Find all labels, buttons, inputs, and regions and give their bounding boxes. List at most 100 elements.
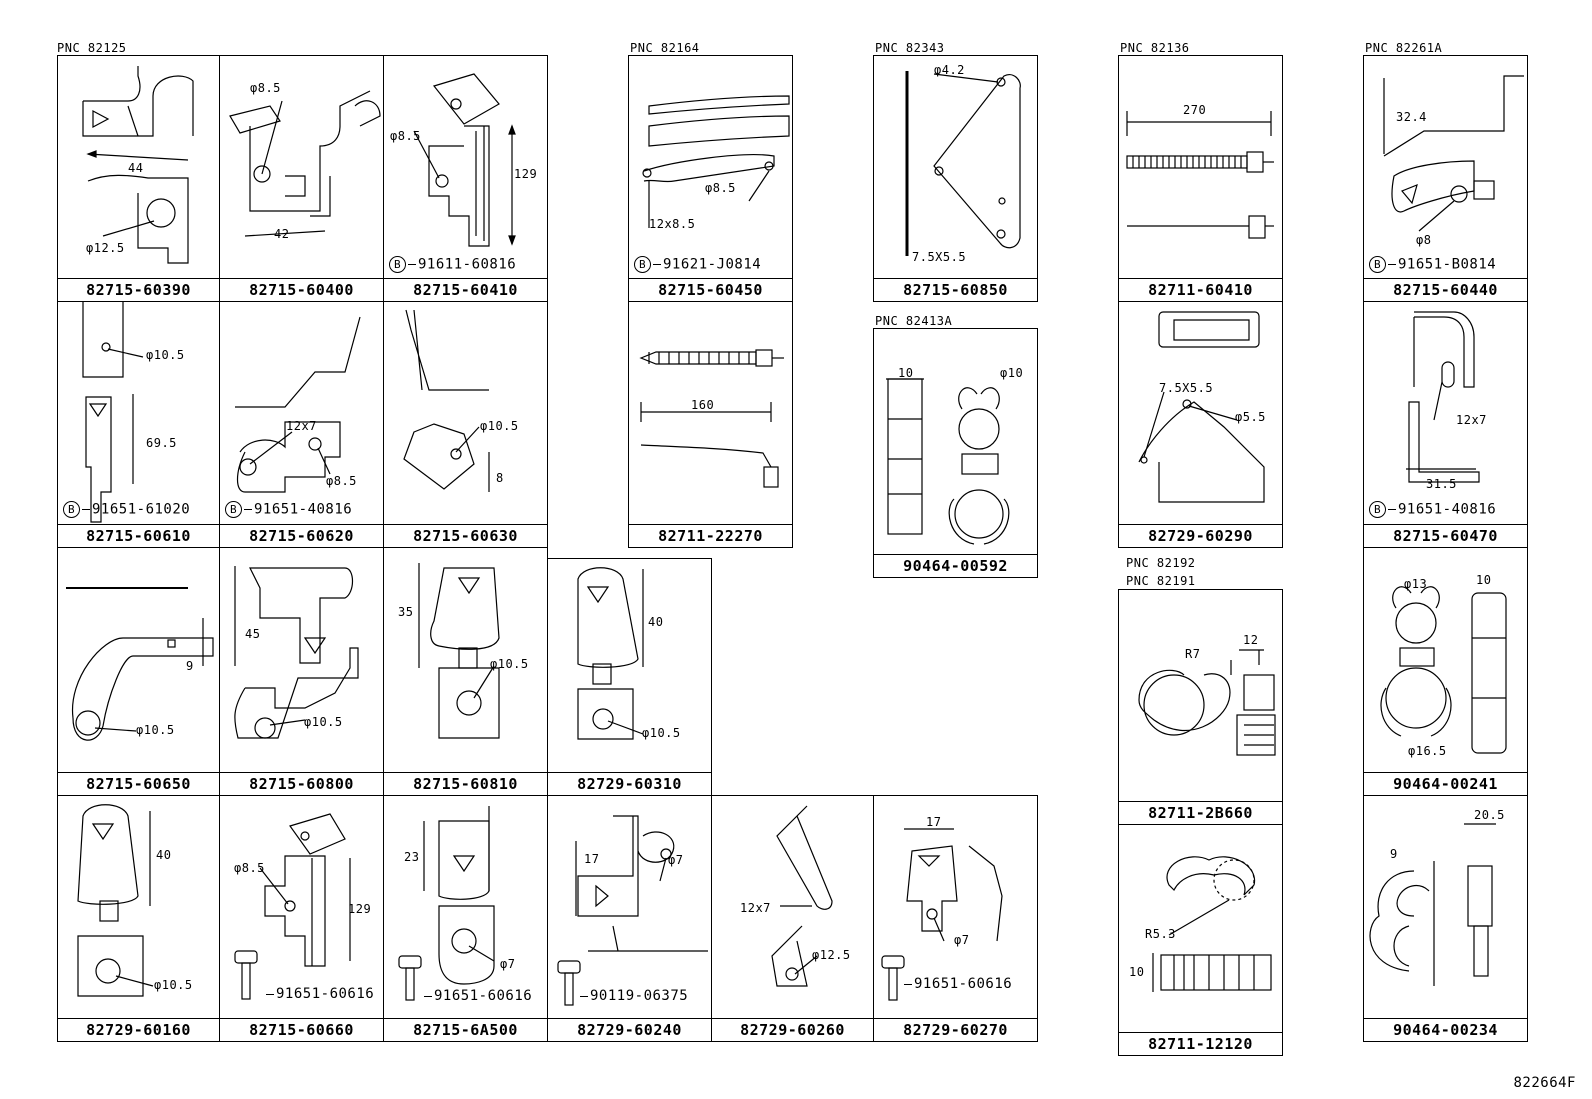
screw-part-number: 91651-60616 — [434, 988, 533, 1004]
dim-label: 12x7 — [286, 419, 317, 433]
dim-label: 17 — [584, 852, 600, 866]
part-cell[interactable]: 35 φ10.5 82715-60810 — [383, 547, 548, 796]
part-number[interactable]: 82715-60800 — [220, 772, 383, 795]
dim-label: φ8.5 — [250, 81, 281, 95]
screw-callout[interactable]: 91651-60616 — [424, 988, 532, 1004]
part-cell[interactable]: 9 20.5 90464-00234 — [1363, 795, 1528, 1042]
dim-label: 7.5X5.5 — [912, 250, 967, 264]
part-number[interactable]: 82711-22270 — [629, 524, 792, 547]
part-cell[interactable]: 40 φ10.5 82729-60160 — [57, 795, 220, 1042]
part-number[interactable]: 82729-60160 — [58, 1018, 219, 1041]
part-number[interactable]: 82729-60240 — [548, 1018, 711, 1041]
dim-label: φ12.5 — [86, 241, 125, 255]
part-number[interactable]: 82711-12120 — [1119, 1032, 1282, 1055]
part-cell[interactable]: φ8.5 42 82715-60400 — [219, 55, 384, 302]
dim-label: 44 — [128, 161, 144, 175]
part-number[interactable]: 90464-00592 — [874, 554, 1037, 577]
part-cell[interactable]: 45 φ10.5 82715-60800 — [219, 547, 384, 796]
part-cell[interactable]: φ13 10 φ16.5 90464-00241 — [1363, 547, 1528, 796]
part-cell[interactable]: φ8.5 129 91651-60616 82715-60660 — [219, 795, 384, 1042]
part-number[interactable]: 82715-60390 — [58, 278, 219, 301]
dim-label: φ7 — [668, 853, 684, 867]
diagram-code: 822664F — [1513, 1075, 1576, 1091]
part-cell[interactable]: 23 φ7 91651-60616 82715-6A500 — [383, 795, 548, 1042]
dim-label: φ12.5 — [812, 948, 851, 962]
part-number[interactable]: 82715-6A500 — [384, 1018, 547, 1041]
part-number[interactable]: 82729-60270 — [874, 1018, 1037, 1041]
dim-label: 270 — [1183, 103, 1207, 117]
dim-label: φ7 — [500, 957, 516, 971]
dim-label: φ8.5 — [326, 474, 357, 488]
dim-label: φ10.5 — [480, 419, 519, 433]
bolt-part-number: 91611-60816 — [418, 256, 517, 273]
part-number[interactable]: 82715-60450 — [629, 278, 792, 301]
dim-label: 9 — [1390, 847, 1398, 861]
part-number[interactable]: 90464-00234 — [1364, 1018, 1527, 1041]
part-number[interactable]: 82715-60400 — [220, 278, 383, 301]
part-cell[interactable]: 44 φ12.5 82715-60390 — [57, 55, 220, 302]
dim-label: φ10 — [1000, 366, 1024, 380]
screw-callout[interactable]: 91651-60616 — [904, 976, 1012, 992]
dim-label: φ8.5 — [234, 861, 265, 875]
dim-label: 32.4 — [1396, 110, 1427, 124]
part-cell[interactable]: R7 12 82711-2B660 — [1118, 589, 1283, 825]
part-number[interactable]: 90464-00241 — [1364, 772, 1527, 795]
part-cell[interactable]: R5.3 10 82711-12120 — [1118, 824, 1283, 1056]
part-number[interactable]: 82729-60290 — [1119, 524, 1282, 547]
part-number[interactable]: 82715-60440 — [1364, 278, 1527, 301]
part-cell[interactable]: φ10.5 8 82715-60630 — [383, 301, 548, 548]
part-cell[interactable]: 10 φ10 90464-00592 — [873, 328, 1038, 578]
part-number[interactable]: 82711-2B660 — [1119, 801, 1282, 824]
screw-callout[interactable]: 91651-60616 — [266, 986, 374, 1002]
screw-callout[interactable]: 90119-06375 — [580, 988, 688, 1004]
part-number[interactable]: 82715-60650 — [58, 772, 219, 795]
part-number[interactable]: 82711-60410 — [1119, 278, 1282, 301]
dim-label: 129 — [514, 167, 538, 181]
dim-label: 9 — [186, 659, 194, 673]
dim-label: φ8 — [1416, 233, 1432, 247]
part-cell[interactable]: φ4.2 7.5X5.5 82715-60850 — [873, 55, 1038, 302]
part-number[interactable]: 82715-60410 — [384, 278, 547, 301]
screw-part-number: 91651-60616 — [276, 986, 375, 1002]
dim-label: 7.5X5.5 — [1159, 381, 1214, 395]
part-number[interactable]: 82715-60630 — [384, 524, 547, 547]
part-cell[interactable]: 9 φ10.5 82715-60650 — [57, 547, 220, 796]
part-number[interactable]: 82729-60310 — [548, 772, 711, 795]
dim-label: 8 — [496, 471, 504, 485]
pnc-label: PNC 82343 — [875, 41, 945, 55]
part-cell[interactable]: 17 φ7 91651-60616 82729-60270 — [873, 795, 1038, 1042]
part-number[interactable]: 82715-60610 — [58, 524, 219, 547]
part-number[interactable]: 82715-60660 — [220, 1018, 383, 1041]
part-number[interactable]: 82715-60470 — [1364, 524, 1527, 547]
bolt-part-number: 91651-61020 — [92, 501, 191, 518]
part-number[interactable]: 82715-60850 — [874, 278, 1037, 301]
part-number[interactable]: 82715-60810 — [384, 772, 547, 795]
part-cell[interactable]: 7.5X5.5 φ5.5 82729-60290 — [1118, 301, 1283, 548]
screw-part-number: 90119-06375 — [590, 988, 689, 1004]
dim-label: φ10.5 — [146, 348, 185, 362]
part-cell[interactable]: 160 82711-22270 — [628, 301, 793, 548]
dim-label: 160 — [691, 398, 715, 412]
dim-label: 69.5 — [146, 436, 177, 450]
part-cell[interactable]: 40 φ10.5 82729-60310 — [547, 558, 712, 796]
part-number[interactable]: 82729-60260 — [712, 1018, 873, 1041]
part-cell[interactable]: 12x7 φ12.5 82729-60260 — [711, 795, 874, 1042]
dim-label: φ8.5 — [705, 181, 736, 195]
part-cell[interactable]: 17 φ7 90119-06375 82729-60240 — [547, 795, 712, 1042]
dim-label: 20.5 — [1474, 808, 1505, 822]
part-number[interactable]: 82715-60620 — [220, 524, 383, 547]
part-cell[interactable]: 270 82711-60410 — [1118, 55, 1283, 302]
bolt-part-number: 91651-40816 — [254, 501, 353, 518]
